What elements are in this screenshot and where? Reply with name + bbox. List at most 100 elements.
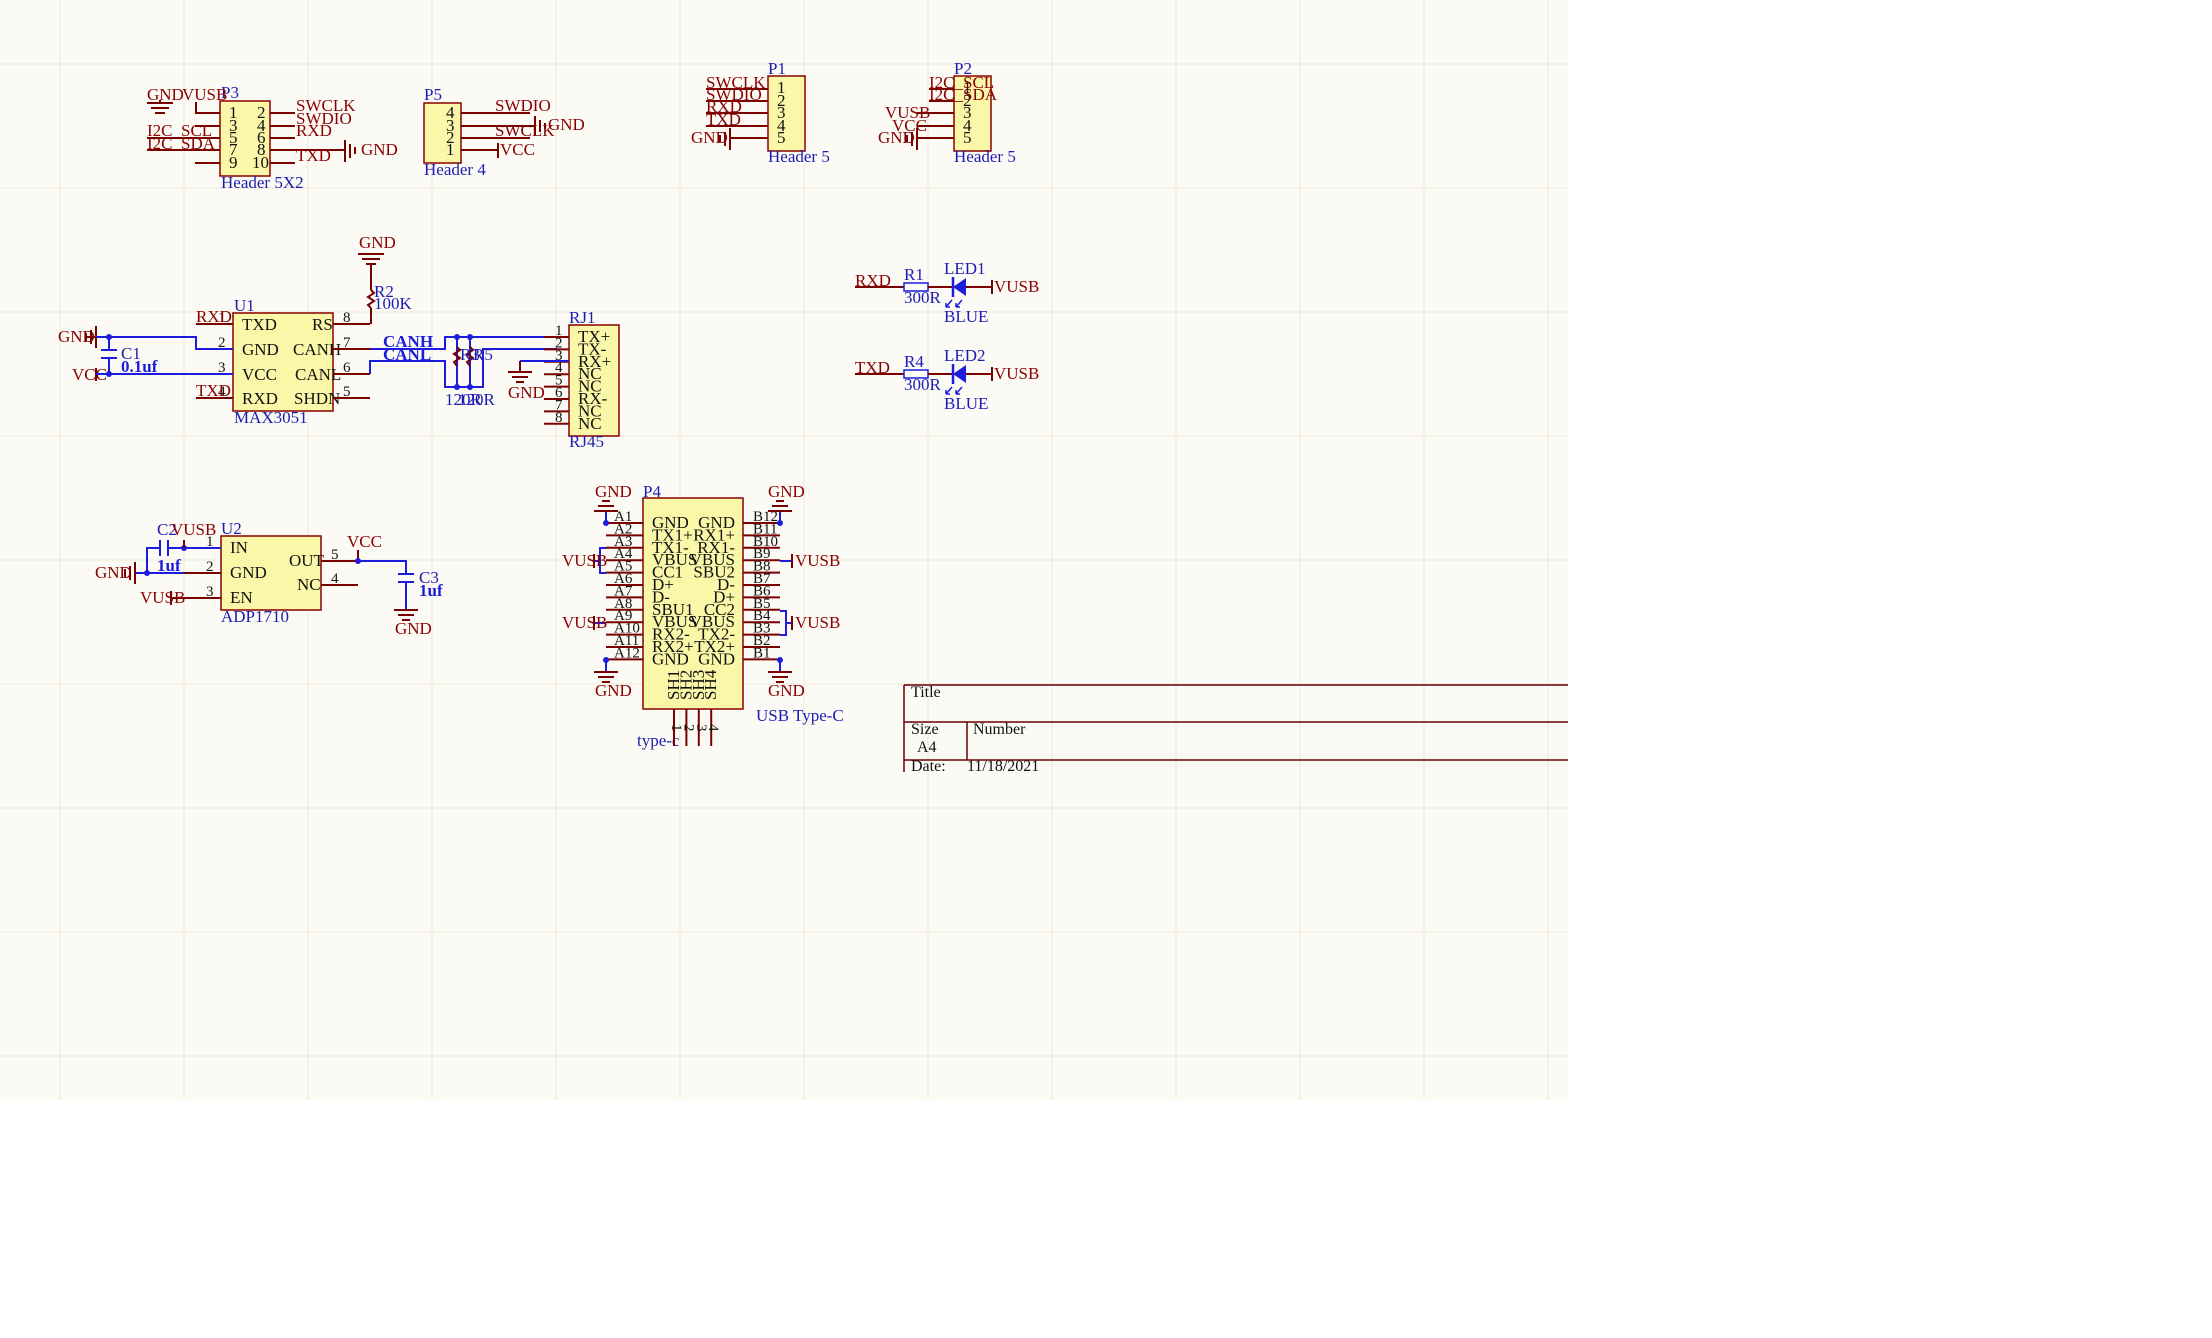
component-p1[interactable]: P1 Header 5 1 2 3 4 5 SWCLK SWDIO RXD TX… <box>691 59 830 166</box>
can-bus-network[interactable]: CANH CANL R3 R5 120R 120R <box>369 332 557 409</box>
component-p2[interactable]: P2 Header 5 1 2 3 4 5 I2C_SCL I2C_SDA VU… <box>878 59 1016 166</box>
component-c1[interactable]: GND VCC C1 0.1uf <box>58 326 233 384</box>
u1-pin-name: CANH <box>293 340 341 359</box>
p4-pin-name: VBUS <box>652 550 697 569</box>
r1-value: 300R <box>904 288 942 307</box>
schematic-canvas: P3 Header 5X2 1 3 5 7 9 2 4 6 8 10 GND V… <box>0 0 1568 1100</box>
u1-pin-name: TXD <box>242 315 277 334</box>
u1-pin-num: 4 <box>218 384 226 400</box>
p5-designator: P5 <box>424 85 442 104</box>
p4-pin-num: B1 <box>753 645 771 661</box>
p4-pin-num: A11 <box>614 633 639 649</box>
r3-designator: R3 <box>460 345 480 364</box>
p3-body <box>219 100 271 177</box>
size-label: Size <box>911 721 939 738</box>
p2-pin-num: 5 <box>963 128 972 147</box>
p1-net-swdio: SWDIO <box>706 85 762 104</box>
r2-value: 100K <box>374 294 413 313</box>
p4-designator: P4 <box>643 482 661 501</box>
u1-pin-name: CANL <box>295 365 341 384</box>
u2-comment: ADP1710 <box>221 607 289 626</box>
u1-pin-name: RXD <box>242 389 278 408</box>
u2-pin-num: 5 <box>331 547 339 563</box>
p1-pin-num: 5 <box>777 128 786 147</box>
p4-net-gnd-tl: GND <box>595 482 632 501</box>
rj1-pin-num: 6 <box>555 385 563 401</box>
led2-designator: LED2 <box>944 346 986 365</box>
p5-net-gnd: GND <box>548 115 585 134</box>
p1-comment: Header 5 <box>768 147 830 166</box>
p3-pin-num: 7 <box>229 140 238 159</box>
c3-value: 1uf <box>419 581 443 600</box>
p4-shield-num: 3 <box>693 724 709 732</box>
c1-designator: C1 <box>121 344 141 363</box>
rj1-pin-num: 5 <box>555 373 563 389</box>
p3-pin-num: 8 <box>257 140 266 159</box>
p2-comment: Header 5 <box>954 147 1016 166</box>
p3-net-vusb: VUSB <box>182 85 227 104</box>
p3-pin-num: 6 <box>257 128 266 147</box>
p4-pin-num: B10 <box>753 534 778 550</box>
p4-net-vusb-l2: VUSB <box>562 613 607 632</box>
u2-designator: U2 <box>221 519 242 538</box>
p2-designator: P2 <box>954 59 972 78</box>
title-block: Title Size A4 Number Date: 11/18/2021 <box>903 684 1568 775</box>
p1-net-rxd: RXD <box>706 97 742 116</box>
p4-pin-name: VBUS <box>652 612 697 631</box>
led2-color: BLUE <box>944 394 988 413</box>
p4-pin-num: A2 <box>614 521 632 537</box>
rj1-pin-num: 2 <box>555 335 563 351</box>
p3-pin-num: 5 <box>229 128 238 147</box>
p4-pin-name: GND <box>698 649 735 668</box>
rj1-pin-name: TX+ <box>578 327 610 346</box>
p3-net-swdio: SWDIO <box>296 109 352 128</box>
component-u1[interactable]: U1 MAX3051 TXD GND VCC RXD RS CANH CANL … <box>196 296 370 427</box>
component-u2[interactable]: U2 ADP1710 IN GND EN OUT NC 1 2 3 5 4 C2… <box>95 519 443 638</box>
led-circuit-2[interactable]: TXD R4 300R VUSB LED2 BLUE <box>855 346 1039 413</box>
led1-net-in: RXD <box>855 271 891 290</box>
p3-net-gnd-right: GND <box>361 140 398 159</box>
net-canh: CANH <box>383 332 433 351</box>
component-r2[interactable]: GND R2 100K <box>358 233 413 324</box>
p1-net-swclk: SWCLK <box>706 73 766 92</box>
p4-pin-num: A9 <box>614 608 632 624</box>
rj1-pin-num: 3 <box>555 348 563 364</box>
rj1-pin-name: TX- <box>578 339 607 358</box>
p3-pin-num: 4 <box>257 116 266 135</box>
led-circuit-1[interactable]: RXD R1 300R VUSB LED1 BLUE <box>855 259 1039 326</box>
rj1-pin-num: 4 <box>555 360 563 376</box>
p2-net-vcc: VCC <box>892 116 927 135</box>
component-p3[interactable]: P3 Header 5X2 1 3 5 7 9 2 4 6 8 10 GND V… <box>147 83 398 192</box>
p4-pin-name: TX1+ <box>652 525 693 544</box>
p2-net-vusb: VUSB <box>885 103 930 122</box>
p4-pin-num: A10 <box>614 621 640 637</box>
u2-pin-num: 1 <box>206 534 214 550</box>
p4-pin-name: TX2+ <box>694 637 735 656</box>
u1-pin-num: 1 <box>218 310 226 326</box>
p3-comment: Header 5X2 <box>221 173 304 192</box>
p5-comment: Header 4 <box>424 160 486 179</box>
p4-pin-num: B4 <box>753 608 771 624</box>
p4-pin-name: SBU2 <box>693 563 735 582</box>
p1-pin-num: 3 <box>777 103 786 122</box>
p4-pin-name: RX1+ <box>693 525 735 544</box>
p4-pin-name: TX2- <box>698 625 735 644</box>
p2-body <box>953 75 992 152</box>
led1-net-out: VUSB <box>994 277 1039 296</box>
p2-net-gnd: GND <box>878 128 915 147</box>
component-p5[interactable]: P5 Header 4 4 3 2 1 SWDIO SWCLK GND VCC <box>423 85 585 179</box>
p4-pin-num: A4 <box>614 546 633 562</box>
p4-shield-name: SH1 <box>664 670 683 700</box>
p4-shield-name: SH4 <box>701 669 720 700</box>
p4-pin-num: A5 <box>614 559 632 575</box>
rj1-designator: RJ1 <box>569 308 595 327</box>
u2-pin-name: NC <box>297 575 321 594</box>
net-canl: CANL <box>383 345 431 364</box>
p4-pin-num: B9 <box>753 546 771 562</box>
p4-pin-num: B12 <box>753 509 778 525</box>
p5-net-vcc: VCC <box>500 140 535 159</box>
u2-net-vusb-top: VUSB <box>171 520 216 539</box>
p3-net-rxd: RXD <box>296 121 332 140</box>
